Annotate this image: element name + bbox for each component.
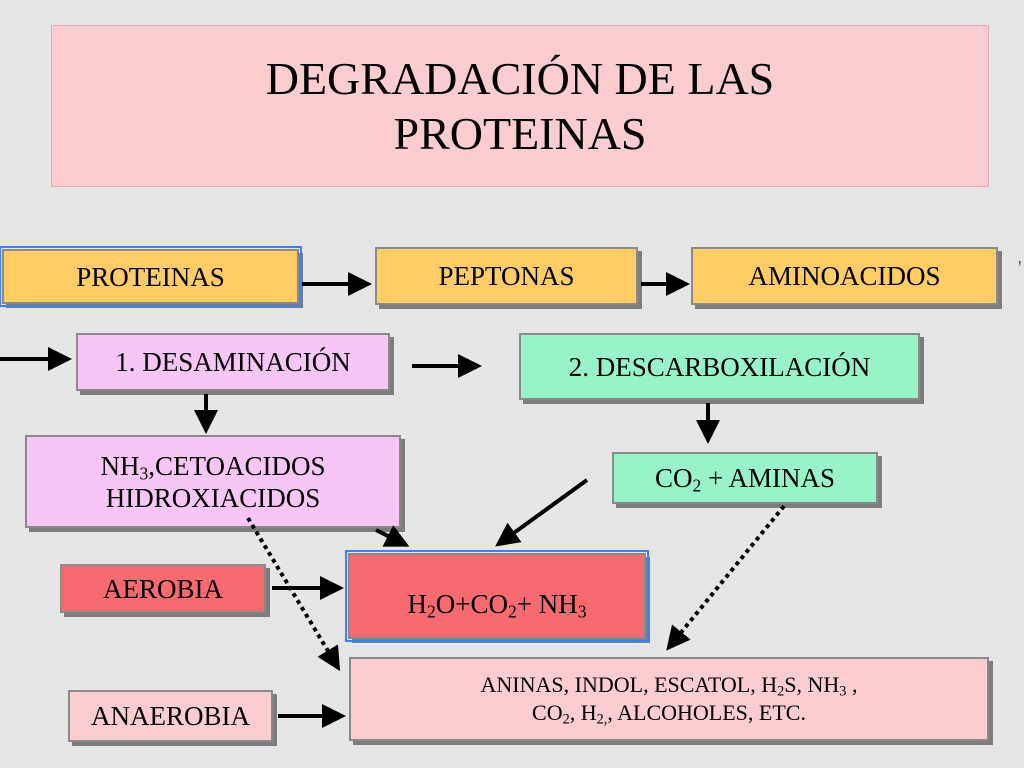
aminoacidos-label: AMINOACIDOS (748, 261, 941, 291)
aminas-label: CO2 + AMINAS (654, 463, 836, 496)
descarboxilacion-label: 2. DESCARBOXILACIÓN (568, 351, 871, 382)
arrow-cetoacidos-productos (375, 525, 410, 547)
desaminacion-box: 1. DESAMINACIÓN (76, 333, 390, 391)
descarboxilacion-box: 2. DESCARBOXILACIÓN (519, 333, 920, 400)
proteinas-label: PROTEINAS (76, 261, 225, 292)
productos-anaerobios-box: ANINAS, INDOL, ESCATOL, H2S, NH3 , CO2, … (349, 657, 989, 741)
title-line-1: DEGRADACIÓN DE LAS (265, 53, 775, 104)
cetoacidos-line-1: NH3,CETOACIDOS (100, 450, 326, 483)
productos-aerobios-label: H2O+CO2+ NH3 (407, 589, 587, 622)
cetoacidos-line-2: HIDROXIACIDOS (105, 482, 321, 513)
arrow-aminas-productos (495, 478, 589, 547)
desaminacion-label: 1. DESAMINACIÓN (115, 347, 351, 377)
productos-anaerobios-line-1: ANINAS, INDOL, ESCATOL, H2S, NH3 , (480, 672, 858, 700)
aerobia-label: AEROBIA (103, 573, 223, 604)
aminas-box: CO2 + AMINAS (612, 452, 878, 504)
peptonas-label: PEPTONAS (438, 261, 575, 291)
anaerobia-label: ANAEROBIA (91, 701, 250, 731)
title-line-2: PROTEINAS (393, 108, 647, 159)
peptonas-box: PEPTONAS (375, 247, 638, 305)
cetoacidos-box: NH3,CETOACIDOS HIDROXIACIDOS (25, 435, 401, 528)
diagram-title: DEGRADACIÓN DE LAS PROTEINAS (51, 25, 989, 187)
aerobia-box: AEROBIA (60, 564, 266, 613)
dotted-arrow-aminas-anaerobios (666, 504, 786, 651)
corner-mark: ' (1018, 257, 1022, 279)
proteinas-box: PROTEINAS (0, 246, 302, 307)
productos-anaerobios-line-2: CO2, H2,, ALCOHOLES, ETC. (532, 700, 806, 728)
dotted-arrow-cetoacidos-anaerobios (246, 516, 341, 672)
productos-aerobios-box: H2O+CO2+ NH3 (345, 550, 649, 642)
anaerobia-box: ANAEROBIA (68, 690, 273, 742)
aminoacidos-box: AMINOACIDOS (691, 247, 998, 305)
